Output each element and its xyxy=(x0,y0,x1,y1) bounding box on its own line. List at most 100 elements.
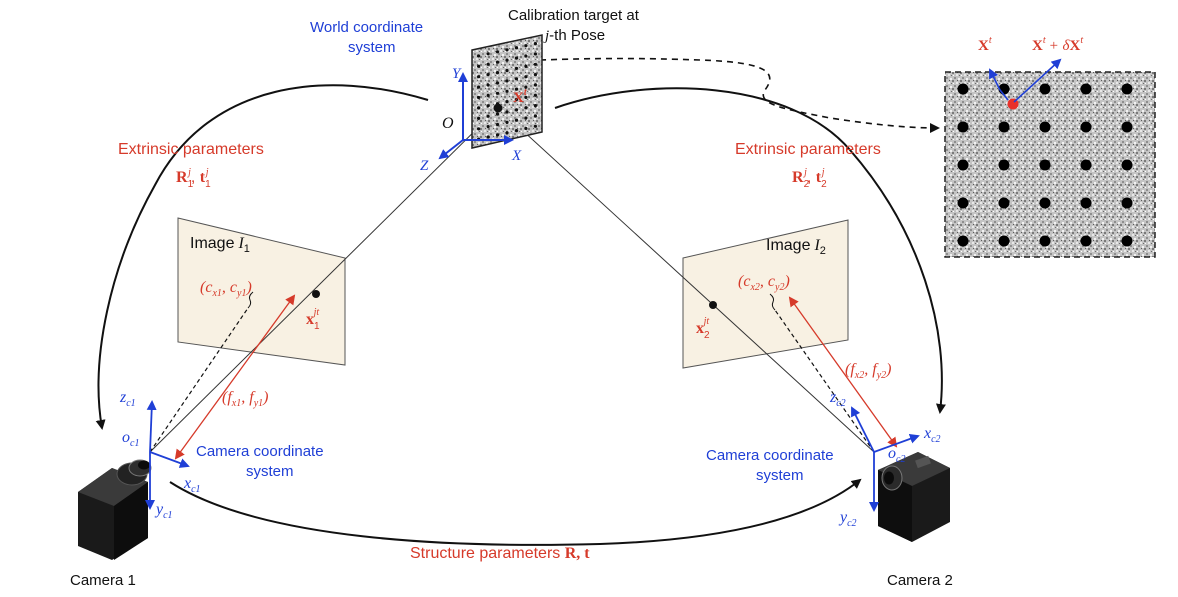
target-dot xyxy=(505,58,509,62)
target-dot xyxy=(477,54,481,58)
zoom-dot xyxy=(1039,235,1051,247)
target-dot xyxy=(533,93,538,97)
target-dot xyxy=(533,42,538,46)
target-dot xyxy=(505,89,509,93)
cam1-z-label: zc1 xyxy=(119,389,136,409)
target-dot xyxy=(524,95,528,99)
structure-params-label: Structure parameters R, t xyxy=(410,545,590,562)
zoom-dot xyxy=(998,235,1010,247)
focal-length-2: (fx2, fy2) xyxy=(845,361,891,381)
target-dot xyxy=(524,85,528,89)
target-dot xyxy=(524,116,528,120)
camera-1 xyxy=(78,459,152,560)
calibration-label-2: j-th Pose xyxy=(543,27,605,44)
zoom-dot xyxy=(998,159,1010,171)
zoom-panel xyxy=(944,58,1156,258)
target-dot xyxy=(514,46,519,50)
principal-point-2: (cx2, cy2) xyxy=(738,273,790,293)
world-axis-z-label: Z xyxy=(420,158,429,174)
zoom-dot xyxy=(1039,83,1051,95)
target-dot xyxy=(533,52,538,56)
target-dot xyxy=(524,126,528,130)
zoom-dot xyxy=(998,121,1010,133)
target-point-label: Xt xyxy=(513,87,528,106)
target-dot xyxy=(524,64,528,68)
target-dot xyxy=(533,104,538,108)
world-axis-z xyxy=(438,139,464,160)
target-dot xyxy=(514,77,519,81)
zoom-dot xyxy=(1121,197,1133,209)
zoom-dot xyxy=(1080,235,1092,247)
target-dot xyxy=(533,73,538,77)
target-dot xyxy=(505,68,509,73)
cam1-o-label: oc1 xyxy=(122,429,139,449)
structure-arc xyxy=(169,478,862,546)
target-dot xyxy=(495,71,500,75)
camera2-label: Camera 2 xyxy=(887,572,953,589)
cam1-axis-z xyxy=(146,400,157,453)
image-point-1-label: x1jt xyxy=(306,307,320,332)
zoom-dot xyxy=(1080,83,1092,95)
cam1-axis-x xyxy=(149,451,190,468)
cam1-x-label: xc1 xyxy=(183,475,201,495)
cam2-y-label: yc2 xyxy=(838,509,857,529)
zoom-vector-xt-base xyxy=(999,89,1009,101)
world-origin-label: O xyxy=(442,115,454,132)
zoom-label-xt-delta: Xt+ δXt xyxy=(1032,35,1083,54)
zoom-label-xt: Xt xyxy=(978,35,992,54)
zoom-connector xyxy=(539,57,940,133)
zoom-dot xyxy=(1121,121,1133,133)
target-point xyxy=(493,103,503,113)
target-dot xyxy=(533,83,538,87)
zoom-dot xyxy=(1121,159,1133,171)
focal-length-1: (fx1, fy1) xyxy=(222,389,268,409)
target-dot xyxy=(495,122,500,127)
zoom-dot xyxy=(1080,159,1092,171)
target-dot xyxy=(486,114,490,118)
target-dot xyxy=(486,73,490,77)
target-dot xyxy=(477,116,481,120)
target-dot xyxy=(505,110,509,114)
target-dot xyxy=(486,93,490,97)
target-dot xyxy=(486,104,490,108)
zoom-dot xyxy=(957,159,969,171)
target-dot xyxy=(486,125,490,129)
target-dot xyxy=(495,60,500,64)
focal-arrow-2 xyxy=(788,296,898,448)
target-dot xyxy=(495,50,500,54)
zoom-vector-xt xyxy=(989,68,1001,91)
target-dot xyxy=(477,106,481,110)
target-dot xyxy=(505,79,509,83)
zoom-dot xyxy=(998,197,1010,209)
target-dot xyxy=(477,85,481,89)
zoom-dot xyxy=(1039,121,1051,133)
cam-coord-left-2: system xyxy=(246,463,294,480)
cam-coord-right-2: system xyxy=(756,467,804,484)
target-dot xyxy=(486,83,490,87)
target-dot xyxy=(477,64,481,68)
extrinsic-left-label: Extrinsic parameters xyxy=(118,141,264,158)
target-dot xyxy=(477,127,481,131)
target-dot xyxy=(524,75,528,79)
target-dot xyxy=(533,114,538,118)
extrinsic-left-arc xyxy=(95,84,429,430)
zoom-dot xyxy=(1121,235,1133,247)
target-dot xyxy=(495,81,500,85)
cam2-z-label: zc2 xyxy=(829,389,846,409)
zoom-vector-dx xyxy=(1013,58,1062,103)
target-dot xyxy=(514,56,519,60)
extrinsic-right-label: Extrinsic parameters xyxy=(735,141,881,158)
target-dot xyxy=(514,108,519,112)
target-dot xyxy=(495,112,500,116)
target-dot xyxy=(477,75,481,79)
zoom-dot xyxy=(1039,159,1051,171)
target-dot xyxy=(505,131,509,135)
target-dot xyxy=(533,62,538,66)
target-dot xyxy=(514,118,519,122)
target-dot xyxy=(514,97,519,102)
cam2-o-label: oc2 xyxy=(888,445,905,465)
target-dot xyxy=(486,135,490,139)
calibration-label-1: Calibration target at xyxy=(508,7,640,24)
zoom-dot xyxy=(957,197,969,209)
